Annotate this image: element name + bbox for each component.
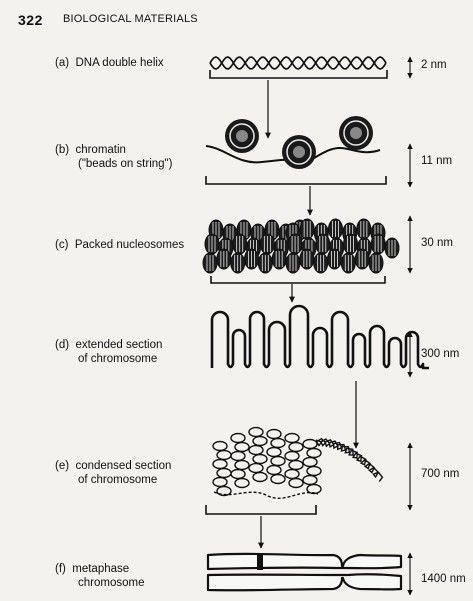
chromatin-coil	[235, 461, 249, 470]
chromatid-lower	[208, 574, 401, 590]
nucleosome-disc	[355, 249, 369, 269]
chromatin-coil	[253, 455, 267, 464]
chromatin-coil	[303, 458, 317, 467]
nucleosome-disc	[231, 253, 245, 273]
nucleosome-disc	[314, 253, 328, 273]
chromatin-coil	[303, 440, 317, 449]
bracket-e	[206, 505, 316, 514]
chromatin-coil	[249, 446, 263, 455]
chromatin-coil	[289, 443, 303, 452]
nucleosome-disc	[217, 249, 231, 269]
chromatin-coil	[271, 439, 285, 448]
nucleosome-disc	[258, 253, 272, 273]
chromatin-coil	[235, 443, 249, 452]
chromatin-coil	[285, 470, 299, 479]
chromatin-coil	[271, 475, 285, 484]
chromatid-upper	[208, 554, 401, 569]
nucleosome-disc	[300, 249, 314, 269]
chromatin-coil	[213, 442, 227, 451]
chromatin-coil	[213, 460, 227, 469]
chromatin-coil	[307, 467, 321, 476]
nucleosome-disc	[245, 249, 259, 269]
chromatin-coil	[253, 473, 267, 482]
chromatin-coil	[231, 434, 245, 443]
bracket-b	[206, 176, 386, 184]
chromatin-coil	[231, 452, 245, 461]
nucleosome-disc	[341, 253, 355, 273]
chromatin-coil	[303, 476, 317, 485]
nucleosome-bead	[225, 119, 259, 153]
nucleosome-disc	[357, 219, 371, 239]
metaphase-chromosome	[208, 553, 401, 590]
chromatin-coil	[267, 448, 281, 457]
packed-nucleosomes	[203, 219, 399, 273]
nucleosome-disc	[329, 219, 343, 239]
condensed-chromosome-section	[213, 428, 382, 499]
nucleosome-disc	[300, 219, 314, 239]
nucleosome-disc	[371, 234, 385, 254]
extended-chromosome-loops	[212, 306, 429, 368]
chromatin-coil	[289, 461, 303, 470]
nucleosome-disc	[344, 234, 358, 254]
chromatin-coil	[249, 428, 263, 437]
chromatin-coil	[249, 464, 263, 473]
nucleosome-disc	[369, 253, 383, 273]
chromatin-coil	[217, 469, 231, 478]
nucleosome-disc	[233, 234, 247, 254]
nucleosome-disc	[316, 234, 330, 254]
nucleosome-disc	[286, 253, 300, 273]
chromatin-coil	[235, 479, 249, 488]
chromatin-coil	[267, 430, 281, 439]
chromatin-coil	[253, 437, 267, 446]
centromere-band	[257, 553, 263, 570]
nucleosome-disc	[272, 249, 286, 269]
nucleosome-disc	[385, 238, 399, 258]
chromatin-coil	[289, 479, 303, 488]
chromatin-coil	[267, 466, 281, 475]
nucleosome-bead	[282, 135, 316, 169]
chromatin-coil	[285, 452, 299, 461]
nucleosome-disc	[203, 253, 217, 273]
nucleosome-disc	[260, 234, 274, 254]
chromatin-coil	[213, 478, 227, 487]
chromatin-coil	[217, 451, 231, 460]
dna-double-helix	[210, 57, 386, 69]
chromatin-beads-on-string	[206, 116, 380, 169]
chromatin-coil	[307, 449, 321, 458]
nucleosome-bead	[339, 116, 373, 150]
nucleosome-disc	[205, 234, 219, 254]
chromatin-coil	[231, 470, 245, 479]
nucleosome-disc	[288, 234, 302, 254]
chromatin-coil	[271, 457, 285, 466]
nucleosome-disc	[328, 249, 342, 269]
chromatin-coil	[285, 434, 299, 443]
bracket-c	[211, 276, 385, 283]
bracket-a	[210, 70, 387, 78]
